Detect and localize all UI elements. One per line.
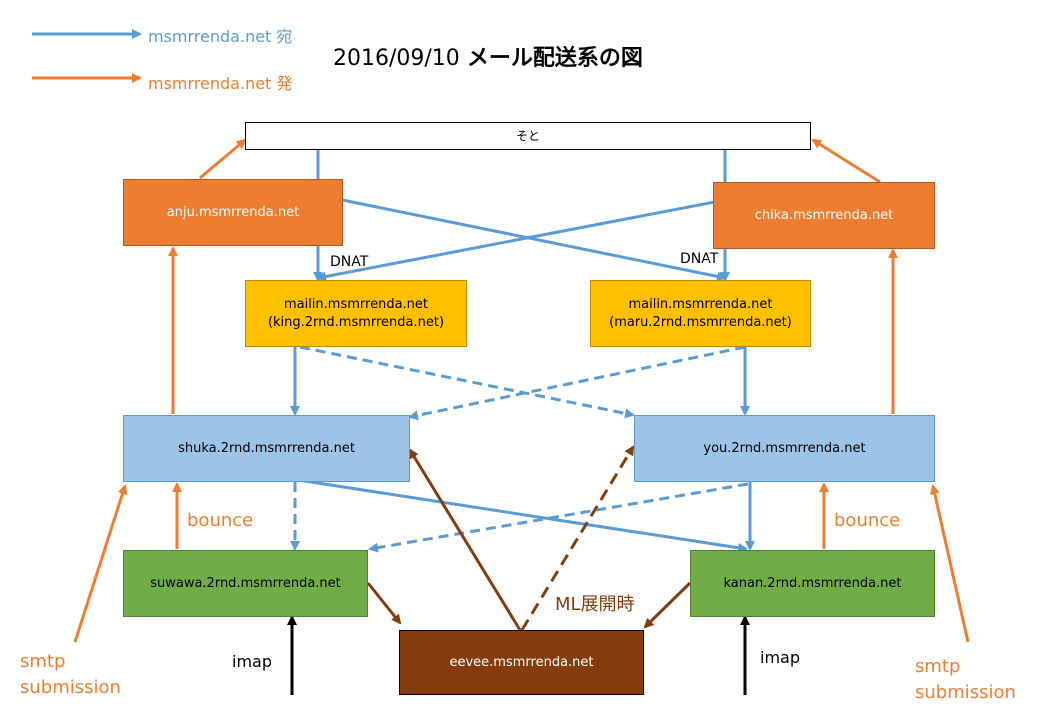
- imap-label-right: imap: [760, 648, 800, 667]
- ml-expansion-label: ML展開時: [555, 594, 635, 615]
- node-kanan: kanan.2rnd.msmrrenda.net: [690, 550, 935, 617]
- node-outside: そと: [245, 122, 811, 150]
- title-text: メール配送系の図: [466, 46, 643, 71]
- bounce-label-right: bounce: [834, 510, 901, 531]
- mailin-maru-line2: (maru.2rnd.msmrrenda.net): [609, 314, 792, 330]
- edge-chika-to-outside: [811, 138, 881, 184]
- node-anju: anju.msmrrenda.net: [123, 179, 343, 246]
- node-shuka: shuka.2rnd.msmrrenda.net: [123, 415, 410, 482]
- title-date: 2016/09/10: [333, 46, 460, 71]
- smtp-right-line1: smtp: [915, 656, 961, 677]
- edge-eevee-to-shuka: [408, 448, 522, 631]
- node-eevee: eevee.msmrrenda.net: [399, 630, 644, 695]
- node-suwawa: suwawa.2rnd.msmrrenda.net: [123, 550, 368, 617]
- node-you: you.2rnd.msmrrenda.net: [634, 415, 935, 482]
- page-title: 2016/09/10 メール配送系の図: [333, 40, 643, 72]
- mailin-king-line2: (king.2rnd.msmrrenda.net): [267, 314, 445, 330]
- dnat-label-left: DNAT: [330, 254, 369, 270]
- bounce-label-left: bounce: [187, 510, 254, 531]
- edge-shuka-to-kanan: [297, 478, 748, 553]
- edge-smtp-right-to-you: [929, 484, 970, 643]
- smtp-label-right: smtp submission: [915, 654, 1016, 706]
- legend-from-label: msmrrenda.net 発: [148, 74, 293, 93]
- edge-kanan-to-eevee: [643, 581, 692, 629]
- node-mailin-maru: mailin.msmrrenda.net (maru.2rnd.msmrrend…: [590, 280, 811, 347]
- mailin-maru-line1: mailin.msmrrenda.net: [628, 296, 773, 312]
- edge-anju-to-mailin-maru: [317, 193, 727, 282]
- edge-smtp-left-to-shuka: [73, 484, 128, 643]
- edge-mailin-maru-to-shuka-dashed: [408, 345, 746, 421]
- edge-suwawa-to-eevee: [366, 582, 402, 625]
- smtp-left-line2: submission: [20, 677, 121, 698]
- edge-chika-to-mailin-king: [316, 198, 726, 282]
- smtp-label-left: smtp submission: [20, 649, 121, 701]
- smtp-left-line1: smtp: [20, 651, 66, 672]
- legend-to-label: msmrrenda.net 宛: [148, 27, 293, 46]
- smtp-right-line2: submission: [915, 682, 1016, 703]
- edge-anju-to-outside: [199, 138, 247, 180]
- dnat-label-right: DNAT: [680, 251, 719, 267]
- imap-label-left: imap: [232, 652, 272, 671]
- mailin-king-line1: mailin.msmrrenda.net: [283, 296, 429, 312]
- edge-eevee-to-you-dashed: [520, 445, 635, 631]
- node-chika: chika.msmrrenda.net: [713, 182, 935, 249]
- edge-mailin-king-to-you-dashed: [299, 345, 635, 419]
- node-mailin-king: mailin.msmrrenda.net (king.2rnd.msmrrend…: [245, 280, 467, 347]
